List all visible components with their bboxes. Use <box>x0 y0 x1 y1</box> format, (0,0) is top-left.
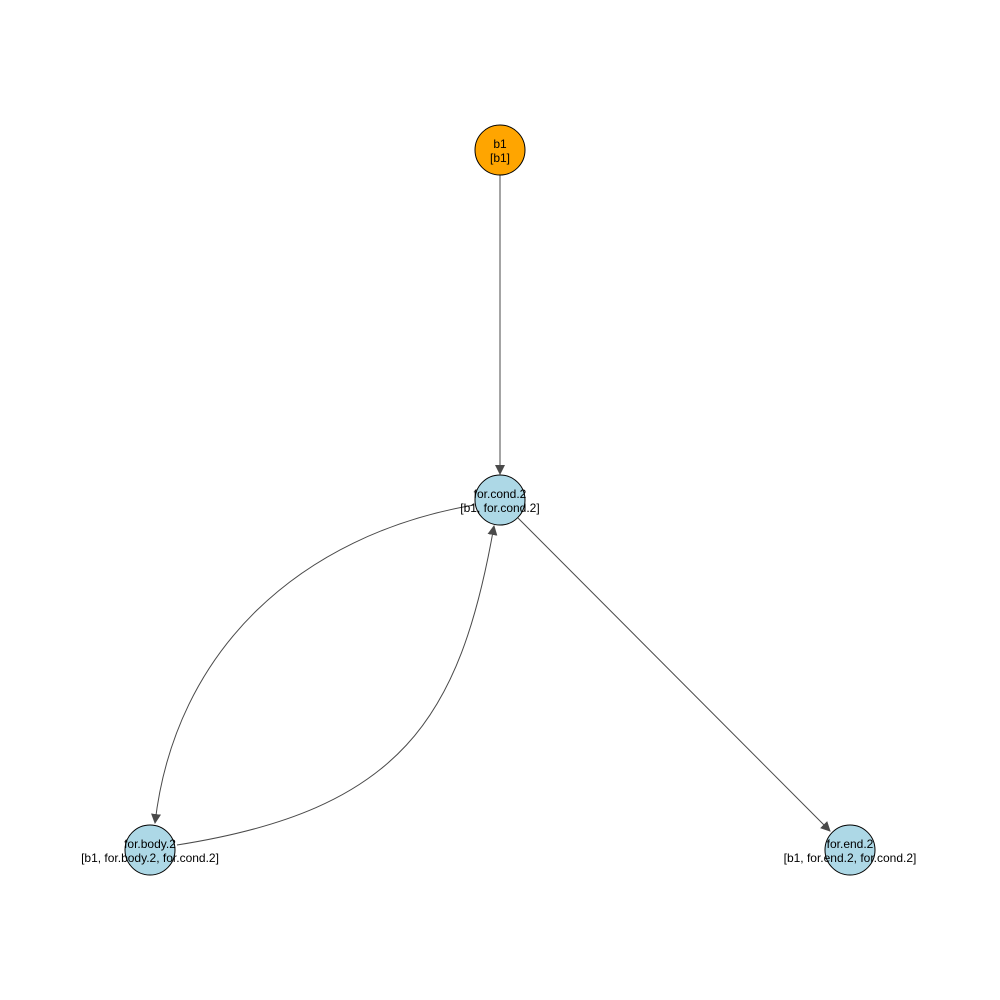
node-for-body-2[interactable]: for.body.2 [b1, for.body.2, for.cond.2] <box>81 824 219 876</box>
node-for-cond-2-circle <box>474 474 526 526</box>
edge-for-cond-2-to-for-body-2 <box>151 504 475 824</box>
node-b1-circle <box>474 124 526 176</box>
node-for-end-2[interactable]: for.end.2 [b1, for.end.2, for.cond.2] <box>784 824 917 876</box>
node-for-end-2-circle <box>824 824 876 876</box>
node-b1-set: [b1] <box>490 151 510 165</box>
edge-for-cond-2-to-for-end-2 <box>517 517 831 832</box>
edge-for-body-2-to-for-cond-2 <box>176 525 498 846</box>
node-for-cond-2-set: [b1, for.cond.2] <box>460 501 539 515</box>
node-for-body-2-set: [b1, for.body.2, for.cond.2] <box>81 851 219 865</box>
node-b1-name: b1 <box>493 137 507 151</box>
node-for-cond-2[interactable]: for.cond.2 [b1, for.cond.2] <box>460 474 540 526</box>
node-for-cond-2-name: for.cond.2 <box>474 487 527 501</box>
node-for-body-2-circle <box>124 824 176 876</box>
node-for-body-2-name: for.body.2 <box>124 837 176 851</box>
node-for-end-2-set: [b1, for.end.2, for.cond.2] <box>784 851 917 865</box>
node-b1[interactable]: b1 [b1] <box>474 124 526 176</box>
node-for-end-2-name: for.end.2 <box>827 837 874 851</box>
